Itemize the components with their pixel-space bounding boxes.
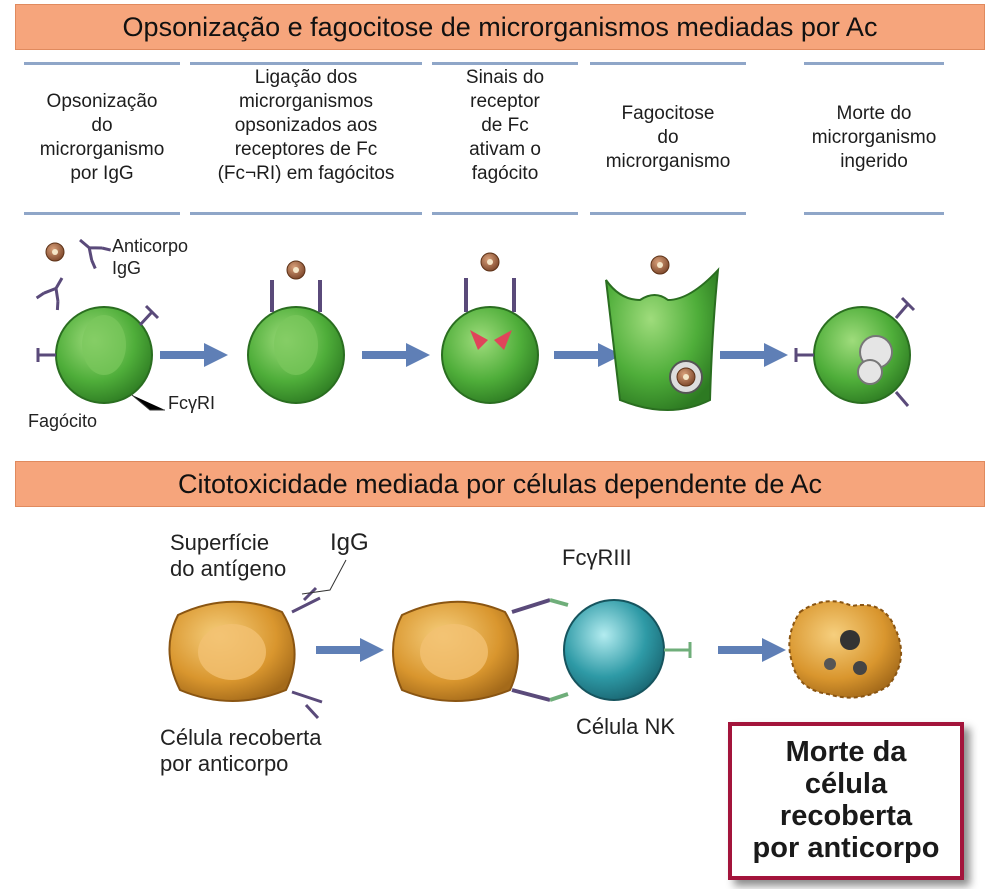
label-fc-gamma-riii: FcγRIII — [562, 545, 632, 570]
nk-cell — [563, 599, 692, 701]
step-5-label: Morte do microrganismo ingerido — [811, 103, 937, 172]
step-2-label: Ligação dos microrganismos opsonizados a… — [217, 67, 395, 184]
arrow-icon — [316, 638, 384, 662]
label-fc-gamma-ri: FcγRI — [168, 393, 215, 413]
phagocyte-cell-3 — [441, 252, 539, 404]
step-divider — [24, 212, 180, 215]
arrow-icon — [720, 343, 788, 367]
step-divider — [804, 212, 944, 215]
arrow-icon — [160, 343, 228, 367]
step-4-label: Fagocitose do microrganismo — [605, 103, 731, 172]
target-cell-bound — [392, 598, 569, 702]
free-igg-and-microbe — [35, 229, 113, 312]
step-divider — [432, 212, 578, 215]
step-3-label: Sinais do receptor de Fc ativam o fagóci… — [465, 67, 545, 184]
label-phagocyte: Fagócito — [28, 411, 98, 431]
step-1-label: Opsonização do microrganismo por IgG — [39, 91, 165, 184]
phagocyte-cell-4 — [605, 255, 720, 411]
step-divider — [432, 62, 578, 65]
title-banner-adcc: Citotoxicidade mediada por células depen… — [15, 461, 985, 507]
step-divider — [590, 212, 746, 215]
arrow-icon — [718, 638, 786, 662]
label-antigen-surface: Superfície do antígeno — [170, 530, 287, 581]
step-divider — [190, 212, 422, 215]
label-nk-cell: Célula NK — [576, 714, 676, 739]
phagocyte-cell-1 — [36, 304, 165, 411]
dying-target-cell — [788, 600, 903, 699]
title-banner-opsonization: Opsonização e fagocitose de microrganism… — [15, 4, 985, 50]
result-box-cell-death: Morte da célula recoberta por anticorpo — [728, 722, 964, 880]
phagocyte-cell-5 — [794, 296, 916, 407]
label-igg: IgG — [330, 529, 369, 556]
antibody-coated-target-cell — [168, 559, 347, 720]
label-antibody-coated-cell: Célula recoberta por anticorpo — [160, 725, 322, 776]
step-divider — [190, 62, 422, 65]
step-divider — [590, 62, 746, 65]
step-divider — [24, 62, 180, 65]
step-divider — [804, 62, 944, 65]
phagocyte-cell-2 — [247, 260, 345, 404]
label-igg-antibody: Anticorpo IgG — [112, 236, 189, 278]
arrow-icon — [554, 343, 622, 367]
arrow-icon — [362, 343, 430, 367]
